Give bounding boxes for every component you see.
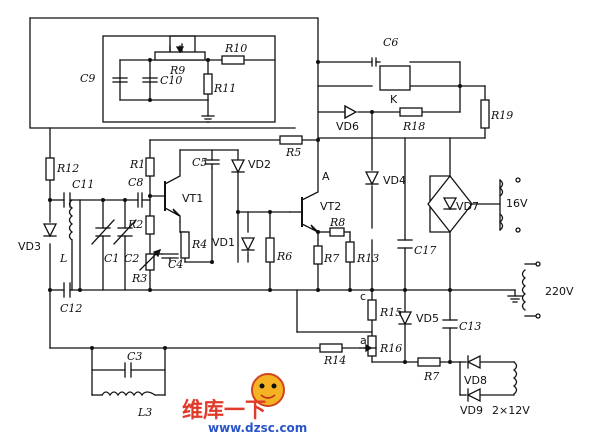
label-c5: C5	[192, 156, 207, 169]
watermark-logo: 维库一下 www.dzsc.com	[182, 373, 307, 435]
label-r2: R2	[127, 218, 143, 231]
label-r10: R10	[224, 42, 247, 55]
label-l: L	[59, 252, 67, 265]
label-c10: C10	[160, 74, 182, 87]
label-16v: 16V	[506, 197, 528, 210]
label-c2: C2	[124, 252, 139, 265]
component-labels: C6 R10 R9 C9 C10 R11 K R19 VD6 R18 R12 R…	[18, 36, 574, 419]
junction-dots	[48, 58, 462, 364]
label-r7-upper: R7	[323, 252, 339, 265]
label-vd3: VD3	[18, 240, 41, 253]
label-r8: R8	[329, 216, 345, 229]
label-2x12v: 2×12V	[492, 404, 530, 417]
label-r6: R6	[276, 250, 292, 263]
label-r11: R11	[213, 82, 236, 95]
label-r4: R4	[191, 238, 207, 251]
label-l3: L3	[137, 406, 152, 419]
label-r5: R5	[285, 146, 301, 159]
diodes	[42, 104, 481, 403]
label-c11: C11	[72, 178, 94, 191]
resistors	[45, 51, 490, 367]
label-a-lower-node: a	[360, 334, 367, 347]
label-vd5: VD5	[416, 312, 439, 325]
relay-coil	[379, 65, 411, 91]
label-vd4: VD4	[383, 174, 406, 187]
label-a-node: A	[322, 170, 330, 183]
label-r9: R9	[169, 64, 185, 77]
label-c9: C9	[80, 72, 95, 85]
label-r14: R14	[323, 354, 346, 367]
label-c-node: c	[360, 290, 366, 303]
transistors	[164, 181, 319, 233]
label-r3: R3	[131, 272, 147, 285]
label-r16: R16	[379, 342, 402, 355]
watermark-text: 维库一下	[182, 398, 266, 422]
label-vt1: VT1	[182, 192, 203, 205]
label-c12: C12	[60, 302, 82, 315]
label-c8: C8	[128, 176, 143, 189]
inductors	[68, 177, 541, 397]
label-k: K	[390, 93, 398, 106]
label-c4: C4	[168, 258, 183, 271]
label-vd2: VD2	[248, 158, 271, 171]
label-r12: R12	[56, 162, 79, 175]
label-r18: R18	[402, 120, 425, 133]
label-c17: C17	[414, 244, 436, 257]
label-r19: R19	[490, 109, 513, 122]
label-c13: C13	[459, 320, 481, 333]
label-vt2: VT2	[320, 200, 341, 213]
label-r7-lower: R7	[423, 370, 439, 383]
capacitors	[63, 57, 458, 378]
label-r13: R13	[356, 252, 379, 265]
label-r15: R15	[379, 306, 402, 319]
label-vd1: VD1	[212, 236, 235, 249]
bridge-rectifier	[427, 174, 473, 234]
label-vd9: VD9	[460, 404, 483, 417]
label-c1: C1	[104, 252, 119, 265]
label-vd8: VD8	[464, 374, 487, 387]
label-vd6: VD6	[336, 120, 359, 133]
label-r1: R1	[129, 158, 145, 171]
watermark-url: www.dzsc.com	[208, 421, 307, 435]
label-c3: C3	[127, 350, 142, 363]
ground-symbols	[201, 115, 523, 303]
label-vd7: VD7	[456, 200, 479, 213]
label-c6: C6	[383, 36, 398, 49]
label-220v: 220V	[545, 285, 574, 298]
wiper-arrows	[139, 45, 377, 353]
